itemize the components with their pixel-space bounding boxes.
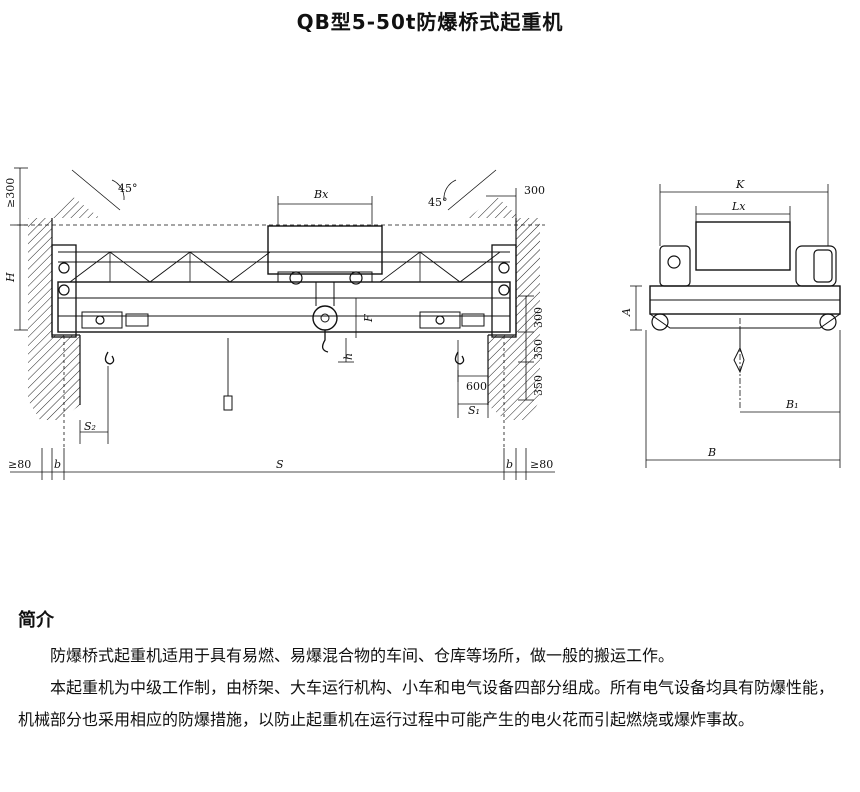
label-angle-right: 45° (428, 196, 448, 209)
label-b-left: b (54, 458, 61, 471)
label-A: A (620, 308, 633, 317)
introduction-section: 简介 防爆桥式起重机适用于具有易燃、易爆混合物的车间、仓库等场所，做一般的搬运工… (18, 606, 844, 736)
label-Bx: Bx (313, 188, 329, 201)
label-B: B (707, 446, 716, 459)
section-heading: 简介 (18, 610, 54, 631)
label-ge80-left: ≥80 (8, 458, 31, 471)
label-300-top: 300 (524, 184, 545, 197)
label-350-a: 350 (532, 339, 545, 360)
label-S2: S₂ (84, 420, 96, 433)
intro-paragraph-2: 本起重机为中级工作制，由桥架、大车运行机构、小车和电气设备四部分组成。所有电气设… (18, 678, 835, 729)
label-b-right: b (506, 458, 513, 471)
intro-paragraph-1: 防爆桥式起重机适用于具有易燃、易爆混合物的车间、仓库等场所，做一般的搬运工作。 (50, 646, 675, 665)
label-F: F (362, 314, 375, 323)
crane-drawing: ≥300 H 45° 45° Bx 300 F h 300 350 600 35… (4, 167, 841, 480)
label-S1: S₁ (468, 404, 480, 417)
label-Lx: Lx (731, 200, 746, 213)
label-angle-left: 45° (118, 182, 138, 195)
label-600: 600 (466, 380, 487, 393)
label-B1: B₁ (785, 398, 799, 411)
label-ge80-right: ≥80 (530, 458, 553, 471)
label-S: S (276, 458, 284, 471)
label-300-side: 300 (532, 307, 545, 328)
label-h: h (342, 353, 355, 360)
side-view (649, 221, 841, 410)
label-350-b: 350 (532, 375, 545, 396)
front-view (10, 169, 545, 420)
page-title: QB型5-50t防爆桥式起重机 (296, 10, 564, 34)
label-ge300-left: ≥300 (4, 178, 17, 208)
label-H: H (4, 272, 17, 283)
front-dimensions (10, 167, 555, 480)
side-dimensions (630, 184, 841, 468)
label-K: K (735, 178, 745, 191)
